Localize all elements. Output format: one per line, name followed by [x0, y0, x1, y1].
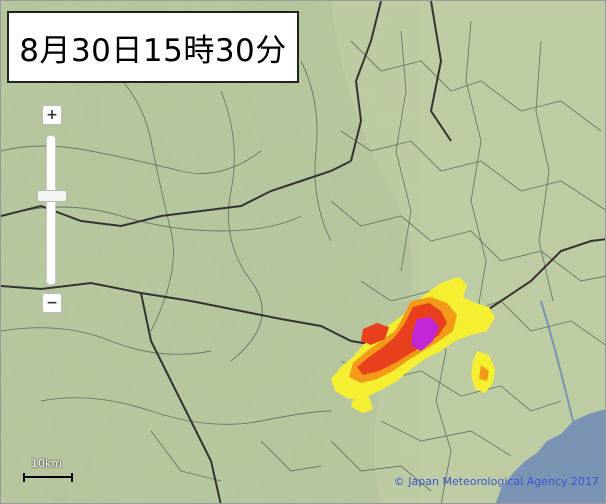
rain-light-area: [351, 393, 373, 413]
zoom-in-button[interactable]: +: [42, 105, 62, 125]
scale-bar: [23, 473, 73, 482]
scale-label: 10km: [31, 457, 63, 470]
timestamp-label: 8月30日15時30分: [7, 11, 299, 83]
bay-water: [495, 409, 605, 503]
rain-moderate-area: [479, 365, 489, 381]
rain-heavy-area: [361, 323, 389, 345]
attribution-text: © Japan Meteorological Agency 2017: [393, 475, 599, 488]
municipal-boundaries: [1, 20, 605, 503]
rain-intense-area: [411, 317, 439, 351]
zoom-out-button[interactable]: −: [42, 293, 62, 313]
rain-echoes: [331, 277, 495, 413]
zoom-slider-handle[interactable]: [37, 190, 67, 203]
zoom-slider-track[interactable]: [46, 135, 56, 285]
river: [540, 300, 574, 422]
